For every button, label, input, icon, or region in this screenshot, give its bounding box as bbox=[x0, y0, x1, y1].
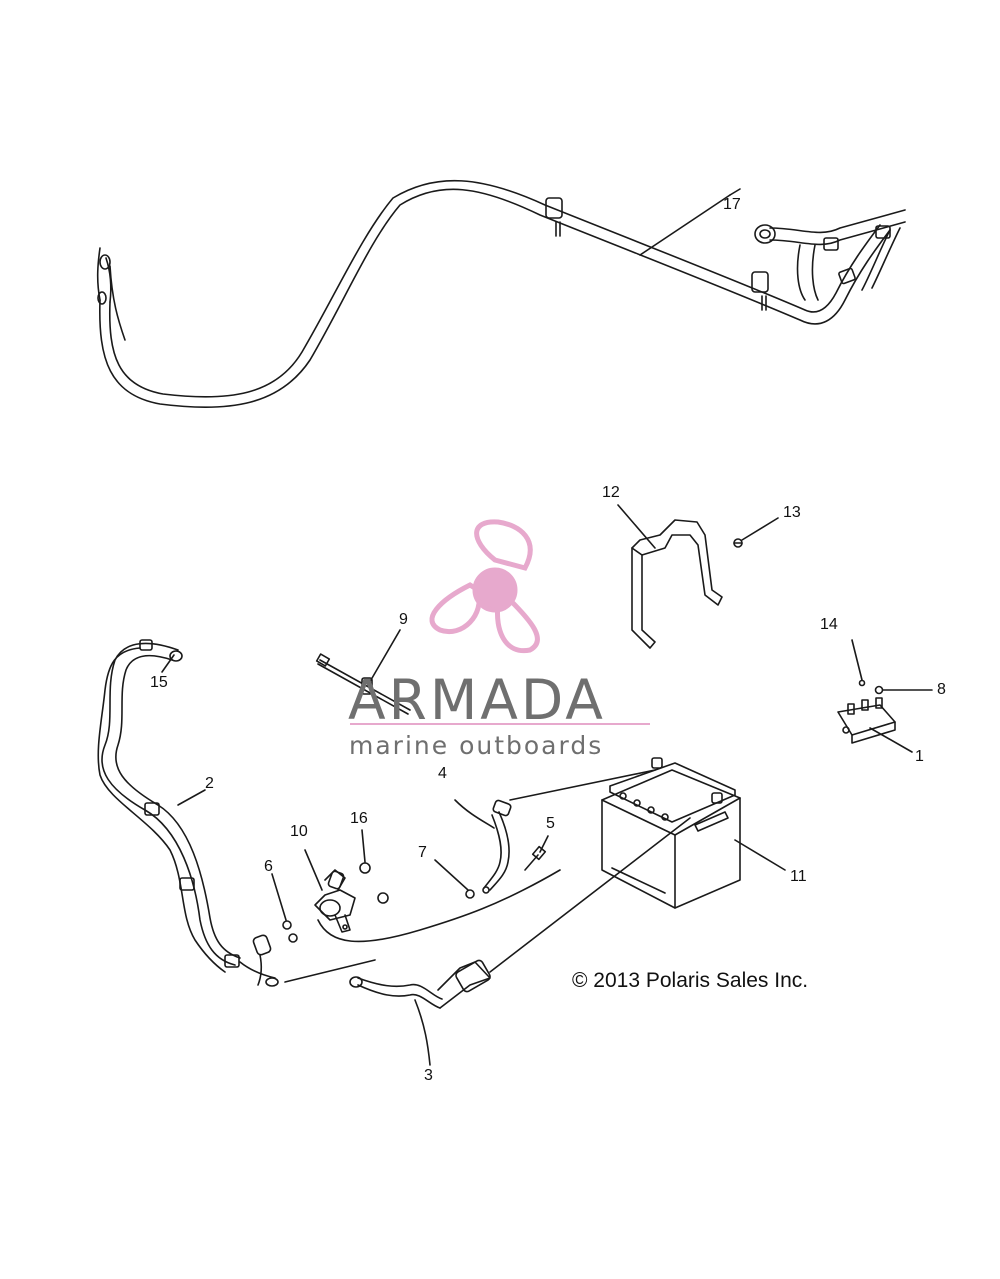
wire-10 bbox=[317, 869, 561, 943]
bracket-12 bbox=[631, 519, 723, 649]
screw-13 bbox=[733, 538, 743, 548]
leader-2 bbox=[177, 789, 206, 806]
leader-5 bbox=[539, 835, 549, 853]
callout-8: 8 bbox=[937, 681, 946, 698]
watermark-divider bbox=[350, 723, 650, 725]
callout-13: 13 bbox=[783, 504, 801, 521]
callout-6: 6 bbox=[264, 858, 273, 875]
callout-1: 1 bbox=[915, 748, 924, 765]
nut-14 bbox=[851, 639, 866, 687]
callout-14: 14 bbox=[820, 616, 838, 633]
battery-11 bbox=[601, 757, 741, 909]
screw-8 bbox=[874, 685, 933, 695]
callout-5: 5 bbox=[546, 815, 555, 832]
callout-2: 2 bbox=[205, 775, 214, 792]
leader-11 bbox=[734, 839, 786, 871]
nut-7 bbox=[465, 889, 475, 899]
copyright-notice: © 2013 Polaris Sales Inc. bbox=[572, 969, 809, 992]
leader-16 bbox=[361, 829, 366, 863]
leader-1 bbox=[869, 727, 913, 753]
leader-7 bbox=[434, 859, 469, 891]
callout-10: 10 bbox=[290, 823, 308, 840]
watermark-tagline: marine outboards bbox=[349, 731, 604, 760]
propeller-logo-icon bbox=[429, 519, 540, 654]
cable-4 bbox=[454, 769, 656, 894]
callout-12: 12 bbox=[602, 484, 620, 501]
callout-15: 15 bbox=[150, 674, 168, 691]
bolt-5 bbox=[524, 845, 547, 871]
callout-17: 17 bbox=[723, 196, 741, 213]
callout-11: 11 bbox=[790, 868, 807, 885]
callout-9: 9 bbox=[399, 611, 408, 628]
leader-13 bbox=[741, 517, 779, 541]
watermark-brand: ARMADA bbox=[348, 668, 606, 732]
cable-3 bbox=[349, 817, 691, 1066]
leader-6 bbox=[271, 873, 287, 921]
callout-4: 4 bbox=[438, 765, 447, 782]
terminal-block-1 bbox=[837, 697, 896, 744]
callout-7: 7 bbox=[418, 844, 427, 861]
cable-tie-9 bbox=[315, 653, 411, 715]
solenoid-10 bbox=[314, 869, 356, 933]
leader-10 bbox=[304, 849, 323, 891]
cable-17 bbox=[96, 179, 906, 409]
nut-16 bbox=[359, 862, 389, 904]
callout-3: 3 bbox=[424, 1067, 433, 1084]
harness-2 bbox=[97, 639, 376, 987]
leader-12 bbox=[617, 504, 656, 549]
leader-9 bbox=[367, 629, 401, 686]
callout-16: 16 bbox=[350, 810, 368, 827]
leader-15 bbox=[161, 654, 175, 673]
nut-6 bbox=[282, 920, 298, 943]
